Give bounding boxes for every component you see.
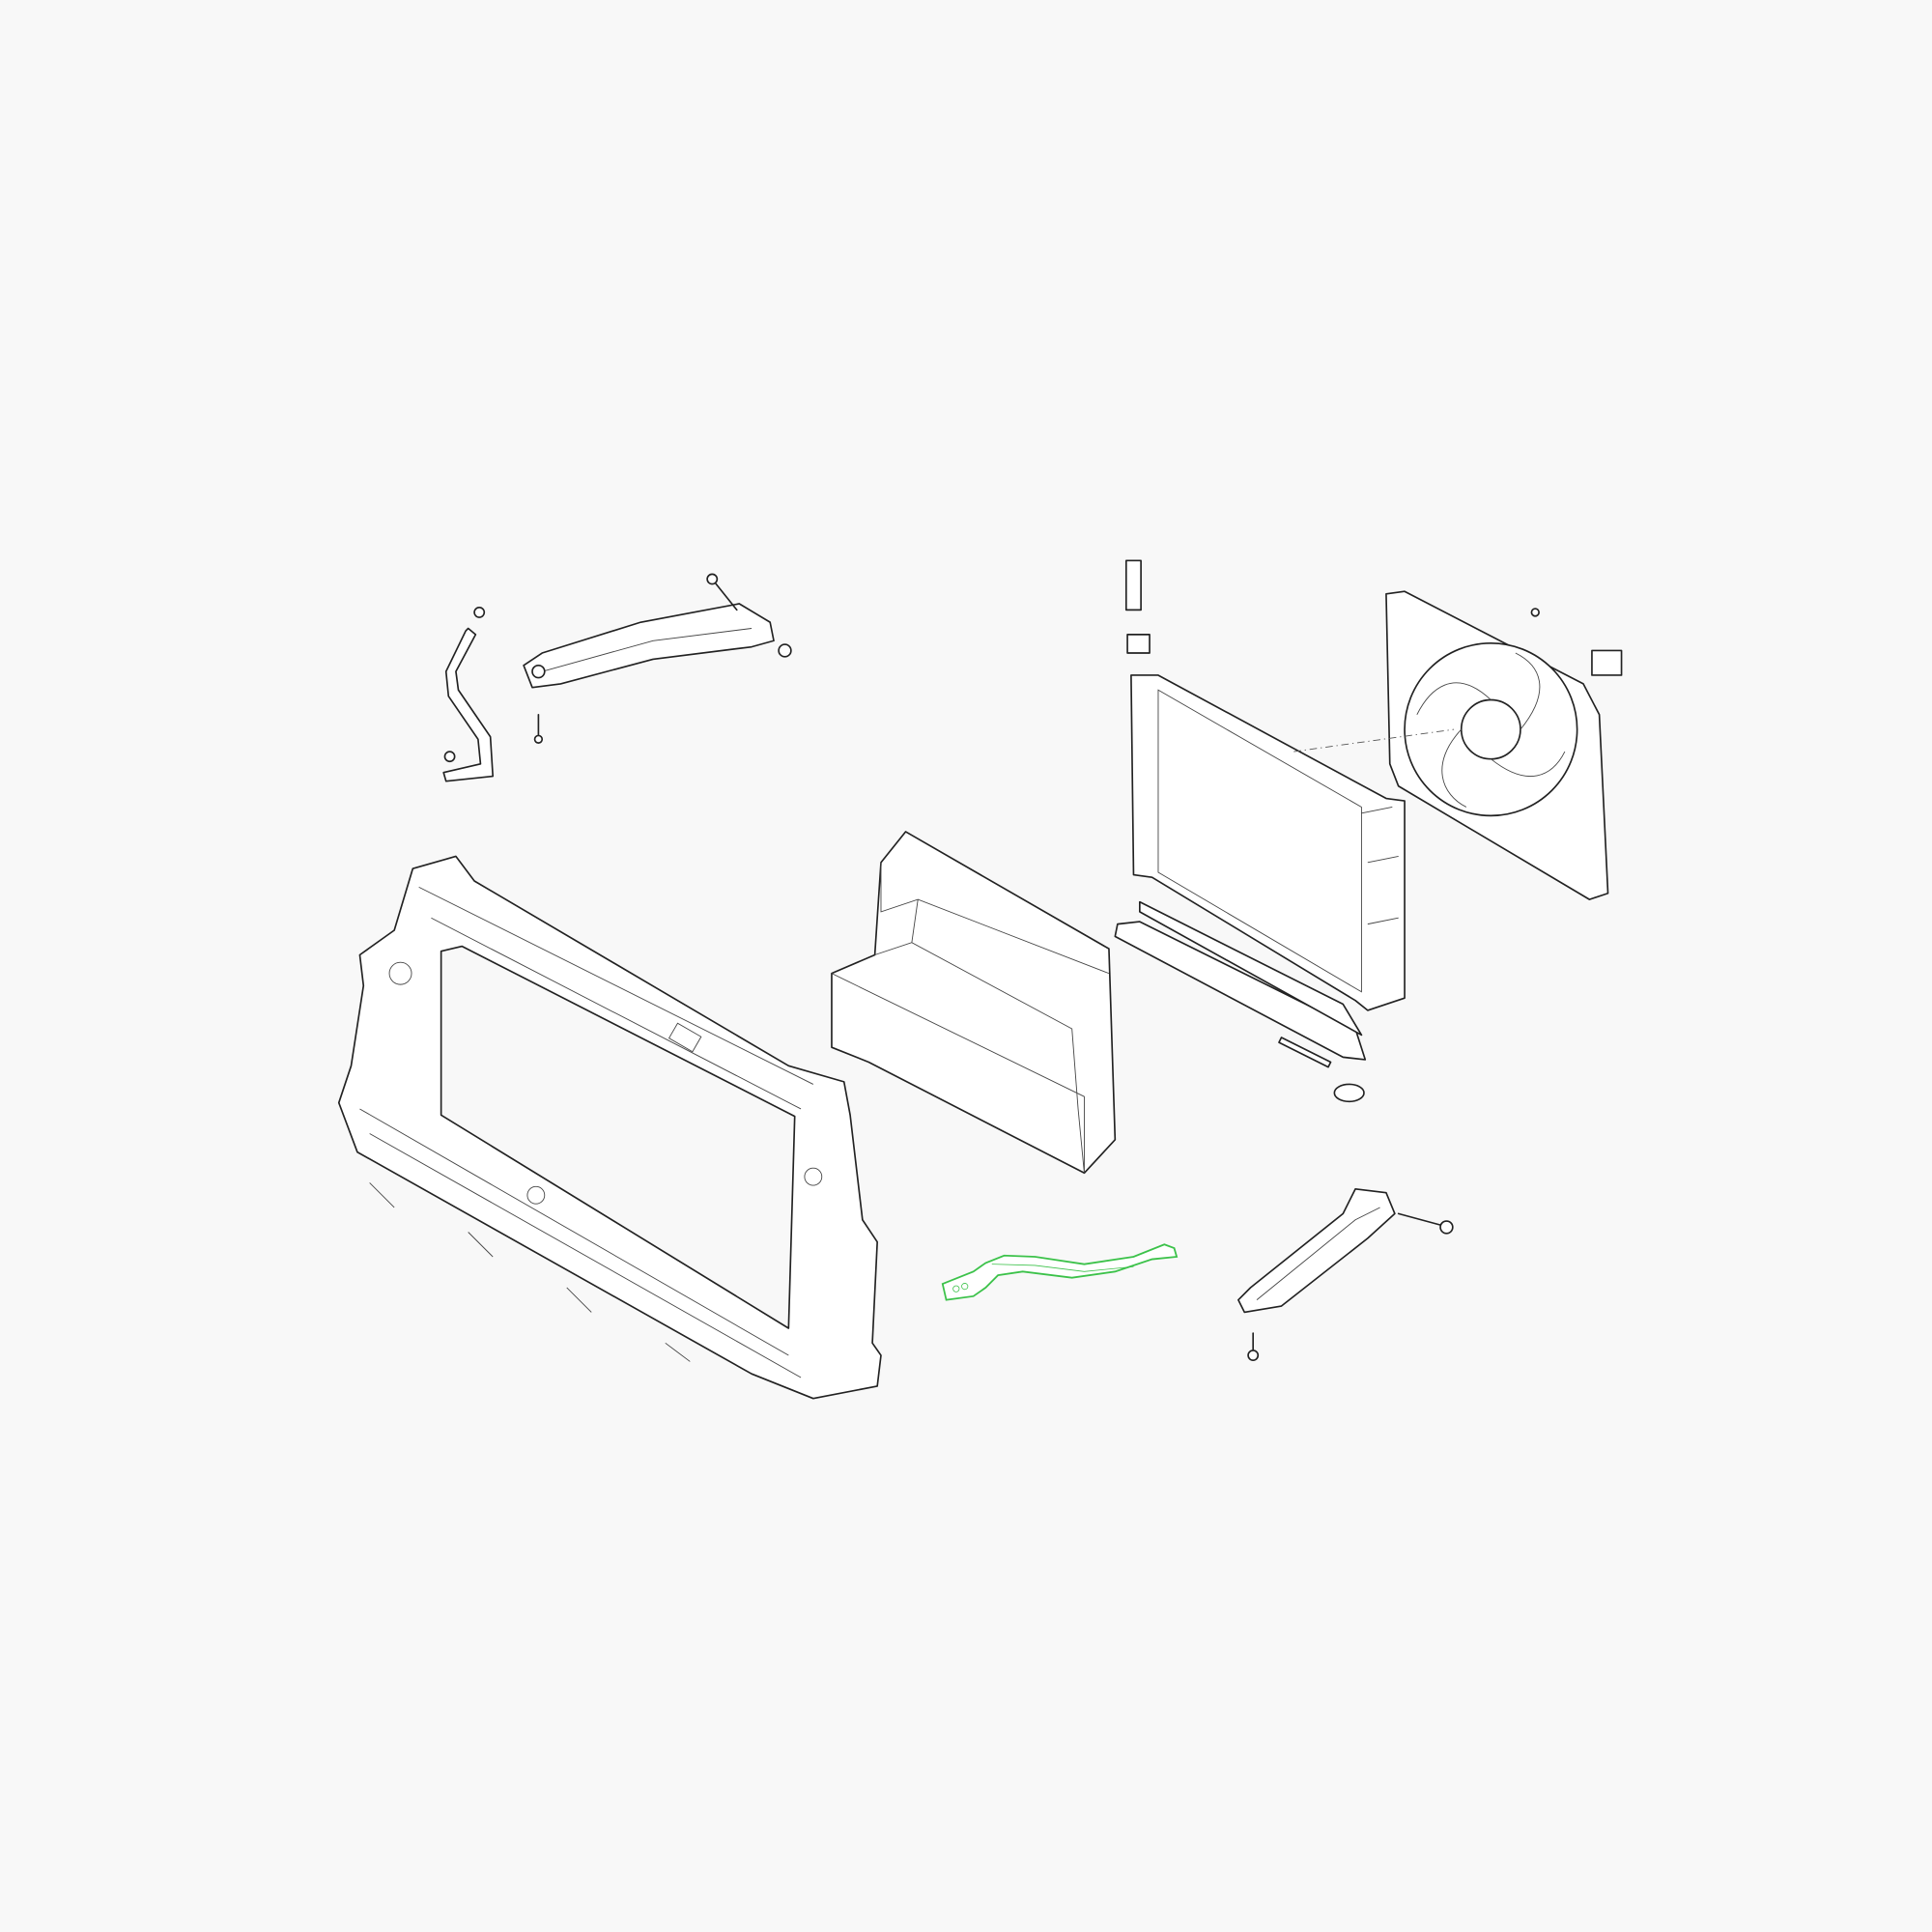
bolt-hole [961,1283,969,1291]
lower-brace[interactable] [1237,1188,1454,1361]
radiator-mount-strips[interactable] [1114,900,1367,1103]
bolt-hole [952,1285,960,1293]
radiator[interactable] [1124,559,1406,1011]
highlighted-part-detail [991,1264,1134,1272]
lower-tie-bar-bracket-highlighted[interactable] [941,1243,1179,1301]
highlighted-part-outline [941,1243,1179,1301]
upper-brace[interactable] [523,573,792,744]
air-deflector[interactable] [831,831,1117,1175]
hook-bracket[interactable] [442,606,495,782]
cooling-fan-assembly[interactable] [1293,590,1623,900]
radiator-support-frame[interactable] [337,855,882,1400]
